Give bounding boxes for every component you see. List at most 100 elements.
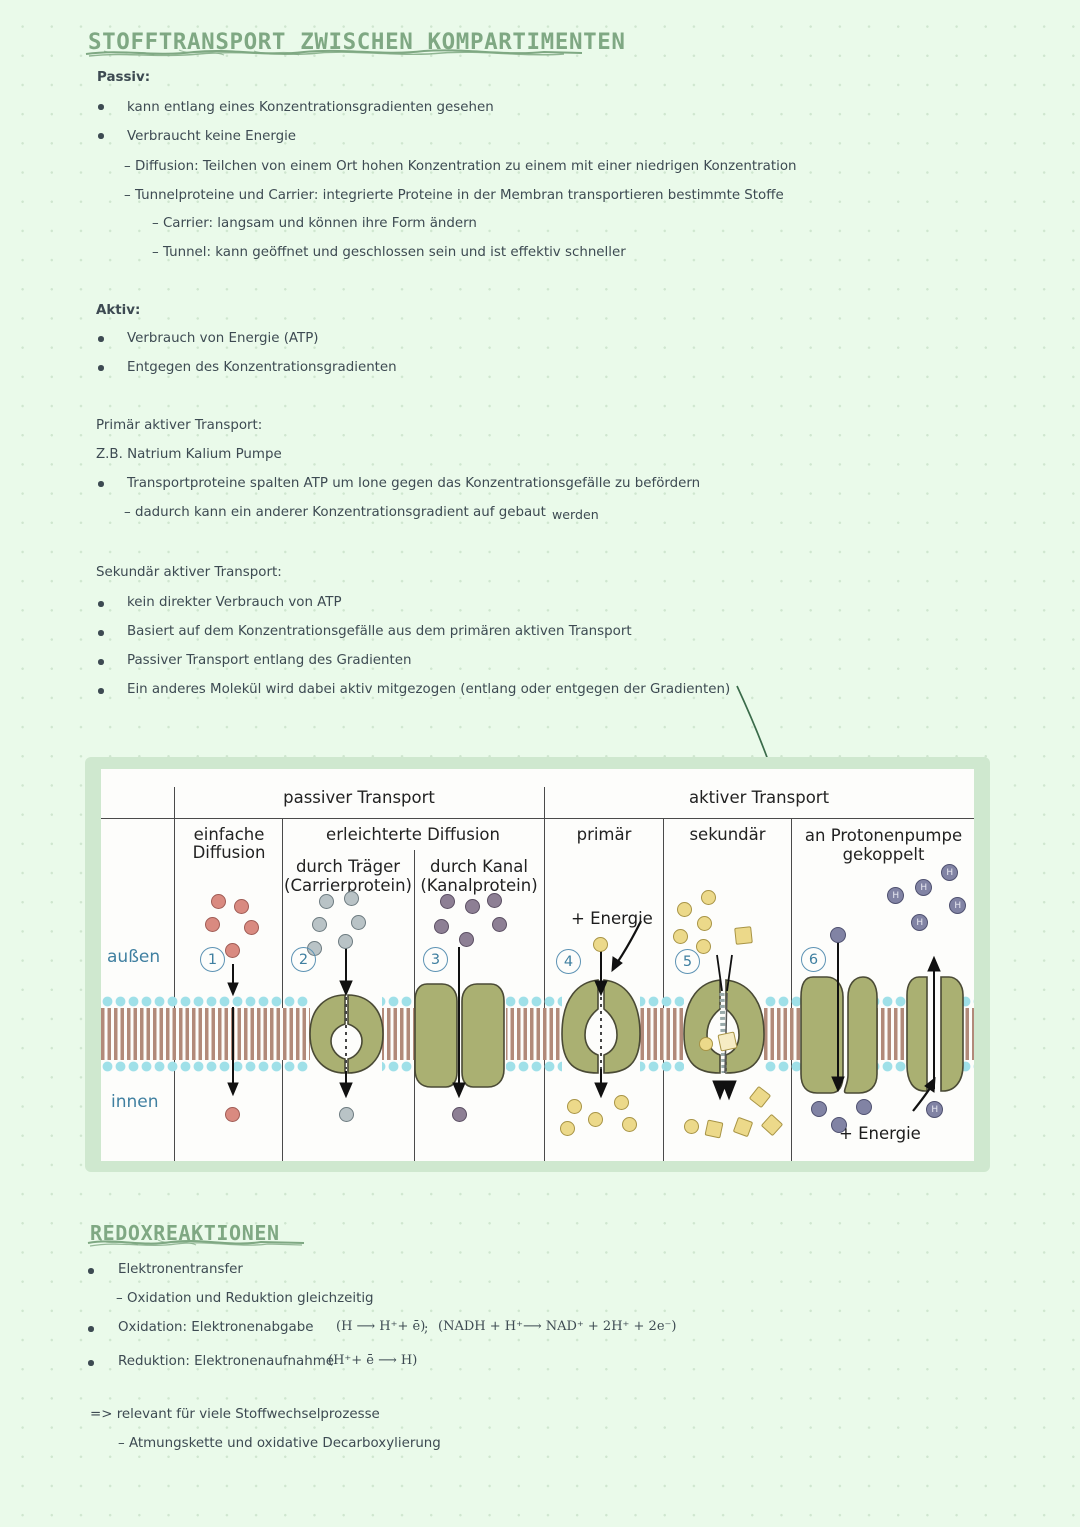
column-sep-4 (544, 818, 546, 1161)
col-6-title-line1: an Protonenpumpe (804, 826, 963, 845)
lipid-bilayer (101, 995, 974, 1073)
passiv-bullet-2: Verbraucht keine Energie (127, 129, 297, 144)
primaer-sub-tail: werden (552, 507, 599, 522)
particle-square-bound (717, 1031, 738, 1052)
proton-ion-plain (830, 927, 846, 943)
col-6-title-line2: gekoppelt (842, 845, 925, 865)
col-1-title-line2: Diffusion (192, 843, 266, 863)
sekundaer-bullet-4: Ein anderes Molekül wird dabei aktiv mit… (127, 682, 731, 697)
particle-yellow (677, 902, 692, 917)
particle-yellow (684, 1119, 699, 1134)
particle-yellow (593, 937, 608, 952)
col-5-title: sekundär (689, 825, 766, 844)
marker-2: 2 (291, 947, 316, 972)
equation-oxidation-2: (NADH + H⁺⟶ NAD⁺ + 2H⁺ + 2e⁻) (438, 1319, 677, 1334)
proton-ion: H (887, 887, 904, 904)
sekundaer-bullet-3: Passiver Transport entlang des Gradiente… (127, 653, 412, 668)
equation-reduktion: (H⁺+ ē ⟶ H) (328, 1353, 418, 1368)
equation-oxidation-1: (H ⟶ H⁺+ ē) (336, 1319, 426, 1334)
passiv-label: Passiv: (97, 70, 151, 85)
col-1-title-line1: einfache (193, 825, 265, 844)
proton-ion: H (941, 864, 958, 881)
redox-conclusion-sub: – Atmungskette und oxidative Decarboxyli… (118, 1436, 441, 1451)
particle-purple (459, 932, 474, 947)
redox-conclusion: => relevant für viele Stoffwechselprozes… (90, 1407, 380, 1422)
particle-purple (452, 1107, 467, 1122)
membrane-cutout (801, 995, 877, 1073)
figure-group-active: aktiver Transport (688, 788, 830, 807)
particle-yellow (701, 890, 716, 905)
page-title-text: STOFFTRANSPORT ZWISCHEN KOMPARTIMENTEN (88, 29, 626, 55)
particle-yellow (696, 939, 711, 954)
figure-rule-top (101, 818, 974, 820)
particle-red (225, 943, 240, 958)
label-aussen: außen (107, 947, 161, 967)
bullet-dot (98, 133, 104, 139)
bullet-dot (88, 1360, 94, 1366)
marker-6: 6 (801, 947, 826, 972)
label-innen: innen (111, 1092, 159, 1112)
particle-grey (351, 915, 366, 930)
proton-ion-plain (811, 1101, 827, 1117)
marker-3: 3 (423, 947, 448, 972)
sekundaer-label: Sekundär aktiver Transport: (96, 565, 282, 580)
particle-yellow (622, 1117, 637, 1132)
particle-grey (319, 894, 334, 909)
particle-yellow-bound (699, 1037, 713, 1051)
particle-purple (492, 917, 507, 932)
figure-group-passive: passiver Transport (283, 788, 435, 807)
proton-ion-plain (856, 1099, 872, 1115)
membrane-cutout (907, 995, 963, 1073)
proton-ion: H (949, 897, 966, 914)
primaer-bullet-1: Transportproteine spalten ATP um Ione ge… (127, 476, 701, 491)
page-title: STOFFTRANSPORT ZWISCHEN KOMPARTIMENTEN (85, 29, 626, 57)
bullet-dot (88, 1268, 94, 1274)
particle-red (205, 917, 220, 932)
aktiv-label: Aktiv: (96, 303, 141, 318)
column-sep-1 (174, 818, 176, 1161)
marker-5: 5 (675, 949, 700, 974)
bullet-dot (98, 104, 104, 110)
col-4-title: primär (576, 825, 632, 844)
particle-purple (440, 894, 455, 909)
passiv-bullet-1: kann entlang eines Konzentrationsgradien… (127, 100, 494, 115)
proton-ion: H (926, 1101, 943, 1118)
particle-square-yellow (748, 1085, 772, 1109)
particle-purple (487, 893, 502, 908)
primaer-label: Primär aktiver Transport: (96, 418, 263, 433)
particle-square-yellow (734, 926, 753, 945)
passiv-sub-1: – Diffusion: Teilchen von einem Ort hohe… (124, 159, 797, 174)
particle-red (244, 920, 259, 935)
passiv-subsub-2: – Tunnel: kann geöffnet und geschlossen … (152, 245, 626, 260)
bullet-dot (98, 336, 104, 342)
col-2-title: erleichterte Diffusion (326, 825, 500, 844)
col-3-sub-line2: (Kanalprotein) (420, 876, 538, 896)
passiv-subsub-1: – Carrier: langsam und können ihre Form … (152, 216, 477, 231)
col-1-title: einfache Diffusion (177, 825, 281, 863)
particle-square-yellow (760, 1113, 784, 1137)
particle-grey (339, 1107, 354, 1122)
redox-bullet-2: Oxidation: Elektronenabgabe (118, 1320, 314, 1335)
particle-yellow (567, 1099, 582, 1114)
column-sep-6 (791, 818, 793, 1161)
particle-purple (465, 899, 480, 914)
bullet-dot (88, 1326, 94, 1332)
primaer-example: Z.B. Natrium Kalium Pumpe (96, 447, 282, 462)
passiv-sub-2: – Tunnelproteine und Carrier: integriert… (124, 188, 784, 203)
particle-yellow (560, 1121, 575, 1136)
particle-grey (338, 934, 353, 949)
sekundaer-bullet-2: Basiert auf dem Konzentrationsgefälle au… (127, 624, 632, 639)
col-3-sub-line1: durch Kanal (430, 857, 528, 876)
marker-1: 1 (200, 947, 225, 972)
proton-ion: H (915, 879, 932, 896)
primaer-sub: – dadurch kann ein anderer Konzentration… (124, 505, 546, 520)
equation-separator: ; (424, 1321, 429, 1336)
proton-ion: H (911, 914, 928, 931)
bullet-dot (98, 688, 104, 694)
particle-red (234, 899, 249, 914)
particle-square-yellow (732, 1116, 754, 1138)
bullet-dot (98, 481, 104, 487)
marker-4: 4 (556, 949, 581, 974)
sekundaer-bullet-1: kein direkter Verbrauch von ATP (127, 595, 342, 610)
energy-label-bottom: + Energie (839, 1124, 921, 1143)
